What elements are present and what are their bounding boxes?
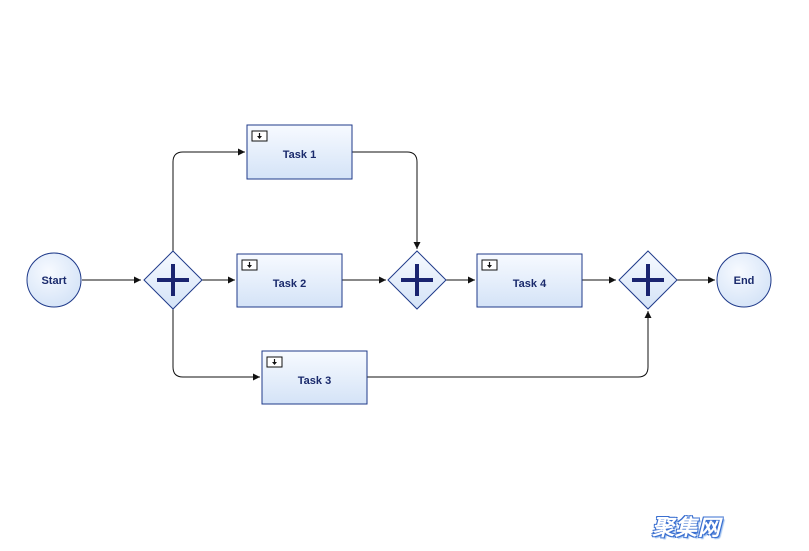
task-1-label: Task 1 — [283, 149, 316, 161]
edge-task3-gateway3[interactable] — [367, 311, 652, 378]
edge-gateway1-task3[interactable] — [172, 309, 260, 381]
task-2-label: Task 2 — [273, 278, 306, 290]
download-marker-icon — [251, 130, 268, 142]
task-1[interactable]: Task 1 — [246, 124, 353, 180]
plus-icon — [632, 264, 664, 296]
plus-icon — [401, 264, 433, 296]
end-event[interactable]: End — [716, 252, 772, 308]
end-label: End — [734, 275, 755, 287]
task-4-label: Task 4 — [513, 278, 547, 290]
watermark-logo: 聚集网 — [651, 516, 721, 541]
parallel-gateway-split[interactable] — [143, 250, 203, 310]
download-marker-icon — [266, 356, 283, 368]
download-marker-icon — [481, 259, 498, 271]
task-3-label: Task 3 — [298, 375, 331, 387]
start-label: Start — [41, 275, 66, 287]
task-2[interactable]: Task 2 — [236, 253, 343, 308]
task-3[interactable]: Task 3 — [261, 350, 368, 405]
parallel-gateway-join[interactable] — [387, 250, 447, 310]
start-event[interactable]: Start — [26, 252, 82, 308]
edge-gateway1-task1[interactable] — [172, 148, 245, 251]
download-marker-icon — [241, 259, 258, 271]
plus-icon — [157, 264, 189, 296]
parallel-gateway-final-join[interactable] — [618, 250, 678, 310]
edge-task1-gateway2[interactable] — [352, 151, 421, 249]
task-4[interactable]: Task 4 — [476, 253, 583, 308]
